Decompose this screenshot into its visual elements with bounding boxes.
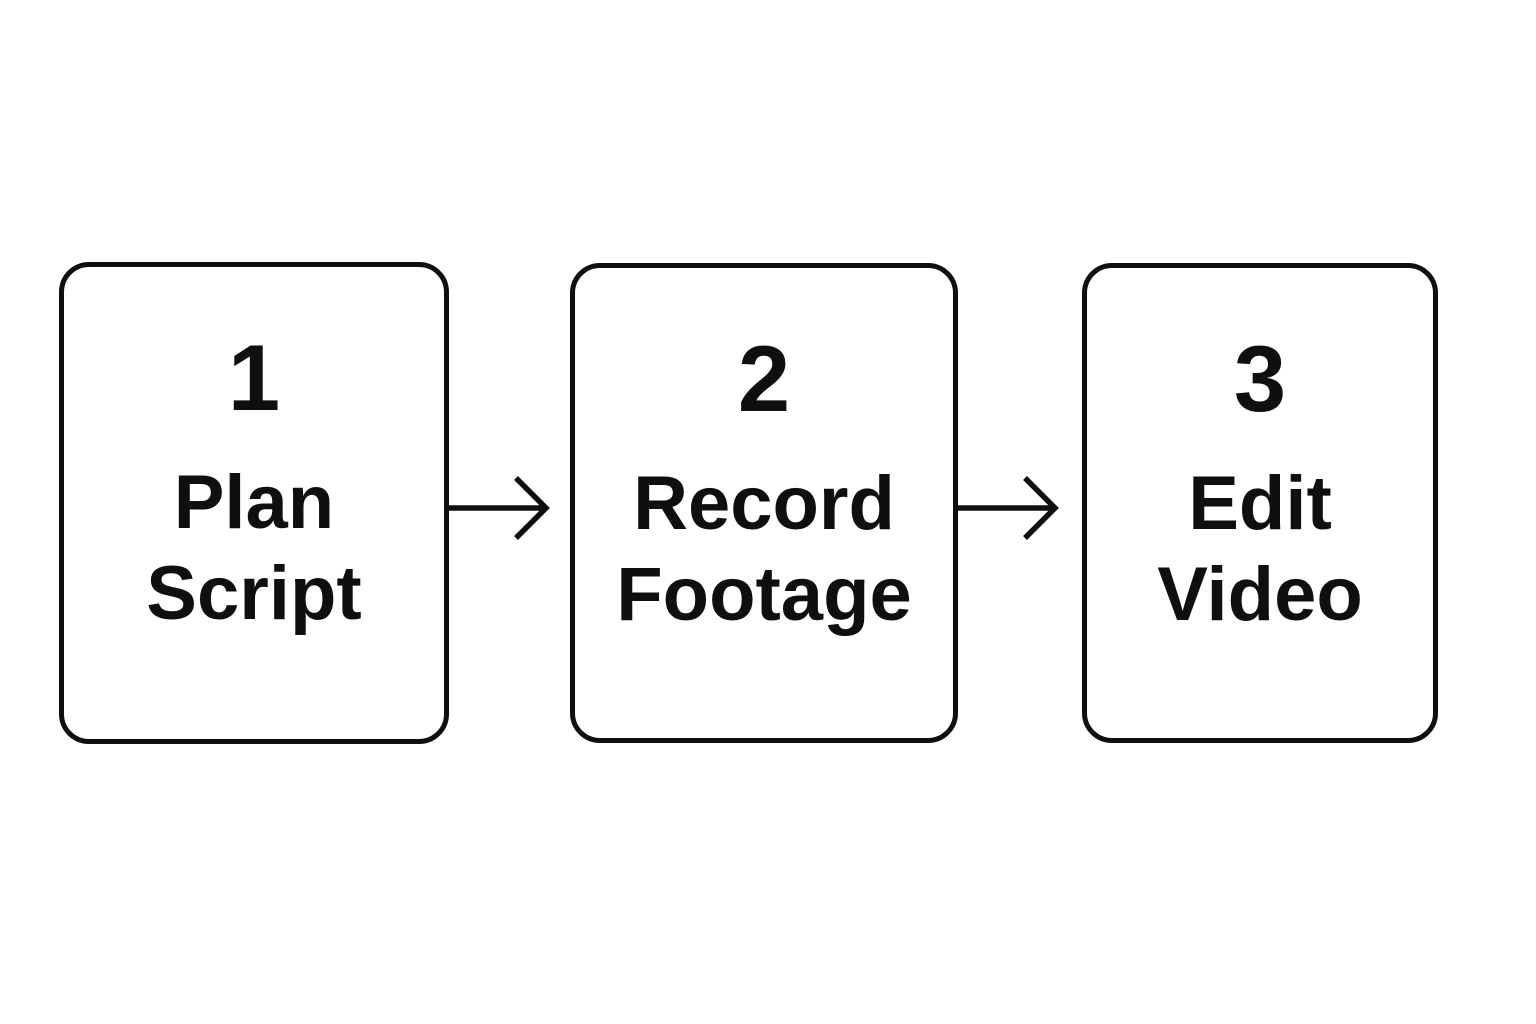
arrow-right-icon bbox=[449, 476, 550, 540]
arrow-right-icon bbox=[958, 476, 1059, 540]
step-label-line: Record bbox=[633, 460, 895, 546]
step-number: 3 bbox=[1233, 326, 1287, 431]
step-label-line: Edit bbox=[1188, 460, 1332, 546]
step-label-line: Video bbox=[1157, 551, 1363, 637]
step-box-edit-video: 3 Edit Video bbox=[1082, 263, 1438, 743]
step-label: Edit Video bbox=[1157, 458, 1363, 640]
step-label-line: Script bbox=[146, 550, 362, 636]
step-box-record-footage: 2 Record Footage bbox=[570, 263, 958, 743]
step-label: Record Footage bbox=[616, 458, 912, 640]
step-number: 2 bbox=[737, 326, 791, 431]
step-number: 1 bbox=[227, 325, 281, 430]
step-box-plan-script: 1 Plan Script bbox=[59, 262, 449, 744]
step-label-line: Plan bbox=[173, 459, 335, 545]
step-label: Plan Script bbox=[146, 457, 361, 639]
step-label-line: Footage bbox=[616, 551, 912, 637]
